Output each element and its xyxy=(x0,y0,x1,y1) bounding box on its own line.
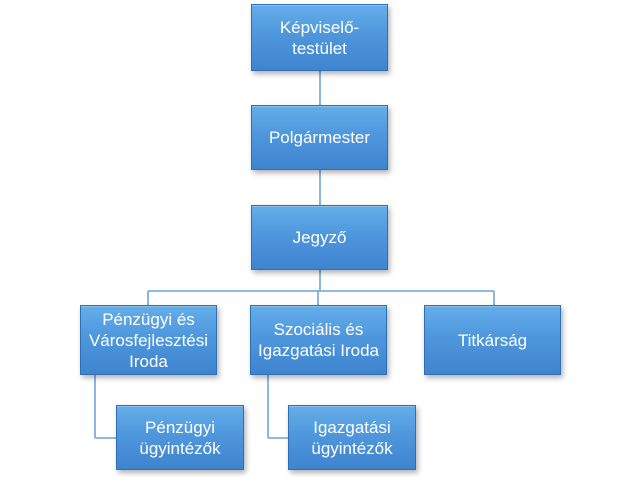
node-polgarmester: Polgármester xyxy=(251,105,388,170)
node-penzugyi-ugyintezok-line-1: Pénzügyi xyxy=(145,417,215,437)
node-igazgatasi-ugyintezok-line-2: ügyintézők xyxy=(311,438,393,458)
node-kepviselo-testulet-line-1: Képviselő- xyxy=(279,17,360,37)
node-titkarsag-label: Titkárság xyxy=(457,330,528,350)
node-kepviselo-testulet-line-2: testület xyxy=(292,38,347,58)
node-penzugyi-ugyintezok: Pénzügyi ügyintézők xyxy=(116,405,244,470)
node-szocialis-iroda-line-2: Igazgatási Iroda xyxy=(258,341,379,360)
node-igazgatasi-ugyintezok-line-1: Igazgatási xyxy=(313,417,391,437)
node-jegyzo: Jegyző xyxy=(251,205,388,270)
node-polgarmester-label: Polgármester xyxy=(268,128,371,147)
node-penzugyi-iroda-line-3: Iroda xyxy=(129,351,168,371)
node-penzugyi-iroda-line-2: Városfejlesztési xyxy=(88,330,209,350)
node-szocialis-iroda: Szociális és Igazgatási Iroda xyxy=(250,305,387,375)
node-penzugyi-iroda: Pénzügyi és Városfejlesztési Iroda xyxy=(80,305,217,375)
node-jegyzo-label: Jegyző xyxy=(292,228,347,247)
node-penzugyi-ugyintezok-line-2: ügyintézők xyxy=(139,438,221,458)
node-penzugyi-iroda-line-1: Pénzügyi és xyxy=(102,309,195,329)
node-szocialis-iroda-line-1: Szociális és xyxy=(273,320,364,339)
node-igazgatasi-ugyintezok: Igazgatási ügyintézők xyxy=(288,405,416,470)
node-kepviselo-testulet: Képviselő- testület xyxy=(251,4,388,71)
node-titkarsag: Titkárság xyxy=(424,305,561,375)
